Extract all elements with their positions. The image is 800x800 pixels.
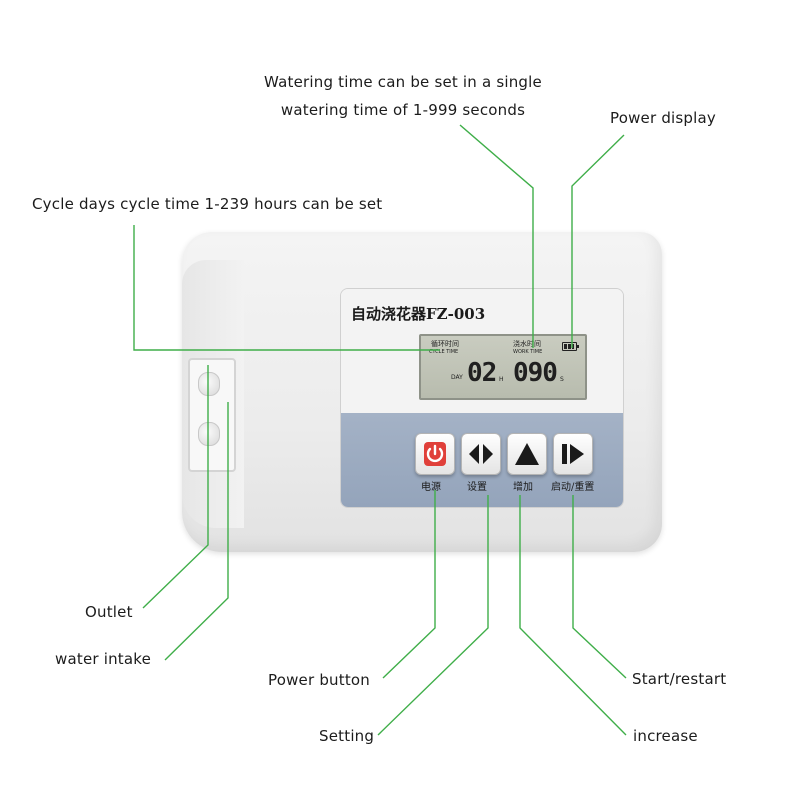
start-restart-callout: Start/restart — [632, 670, 727, 688]
cycle-time-value: 02 — [467, 358, 497, 388]
day-label: DAY — [451, 374, 463, 381]
water-intake-port — [198, 422, 220, 446]
increase-callout: increase — [633, 727, 698, 745]
power-button[interactable] — [415, 433, 455, 475]
increase-button[interactable] — [507, 433, 547, 475]
device-side-face — [182, 260, 244, 528]
setting-button-label: 设置 — [467, 482, 487, 493]
water-intake-callout: water intake — [55, 650, 152, 668]
power-icon — [424, 442, 446, 466]
cycle-time-label-cn: 循环时间 — [431, 340, 459, 348]
power-button-label: 电源 — [421, 482, 441, 493]
cycle-time-unit: H — [499, 376, 504, 383]
cycle-time-label-en: CYCLE TIME — [429, 349, 459, 355]
control-panel: 自动浇花器FZ-003 循环时间 CYCLE TIME 浇水时间 WORK TI… — [340, 288, 624, 508]
up-triangle-icon — [515, 443, 539, 465]
lcd-display: 循环时间 CYCLE TIME 浇水时间 WORK TIME DAY 02 H … — [419, 334, 587, 400]
power-display-callout: Power display — [610, 109, 716, 127]
outlet-port — [198, 372, 220, 396]
cycle-days-callout: Cycle days cycle time 1-239 hours can be… — [32, 195, 383, 213]
work-time-value: 090 — [513, 358, 558, 388]
watering-time-callout-line1: Watering time can be set in a single — [264, 73, 542, 91]
start-restart-button[interactable] — [553, 433, 593, 475]
work-time-label-en: WORK TIME — [513, 349, 543, 355]
work-time-label-cn: 浇水时间 — [513, 340, 541, 348]
setting-button[interactable] — [461, 433, 501, 475]
port-recess — [188, 358, 236, 472]
increase-button-label: 增加 — [513, 482, 533, 493]
play-bar-icon — [562, 444, 584, 464]
setting-callout: Setting — [319, 727, 375, 745]
watering-time-callout-line2: watering time of 1-999 seconds — [280, 101, 526, 119]
power-button-callout: Power button — [268, 671, 370, 689]
left-right-arrows-icon — [469, 444, 493, 464]
model-title: 自动浇花器FZ-003 — [351, 305, 486, 323]
work-time-unit: S — [560, 376, 564, 383]
watering-timer-device: 自动浇花器FZ-003 循环时间 CYCLE TIME 浇水时间 WORK TI… — [182, 232, 662, 552]
battery-icon — [562, 342, 579, 351]
outlet-callout: Outlet — [85, 603, 133, 621]
start-reset-button-label: 启动/重置 — [551, 482, 595, 493]
